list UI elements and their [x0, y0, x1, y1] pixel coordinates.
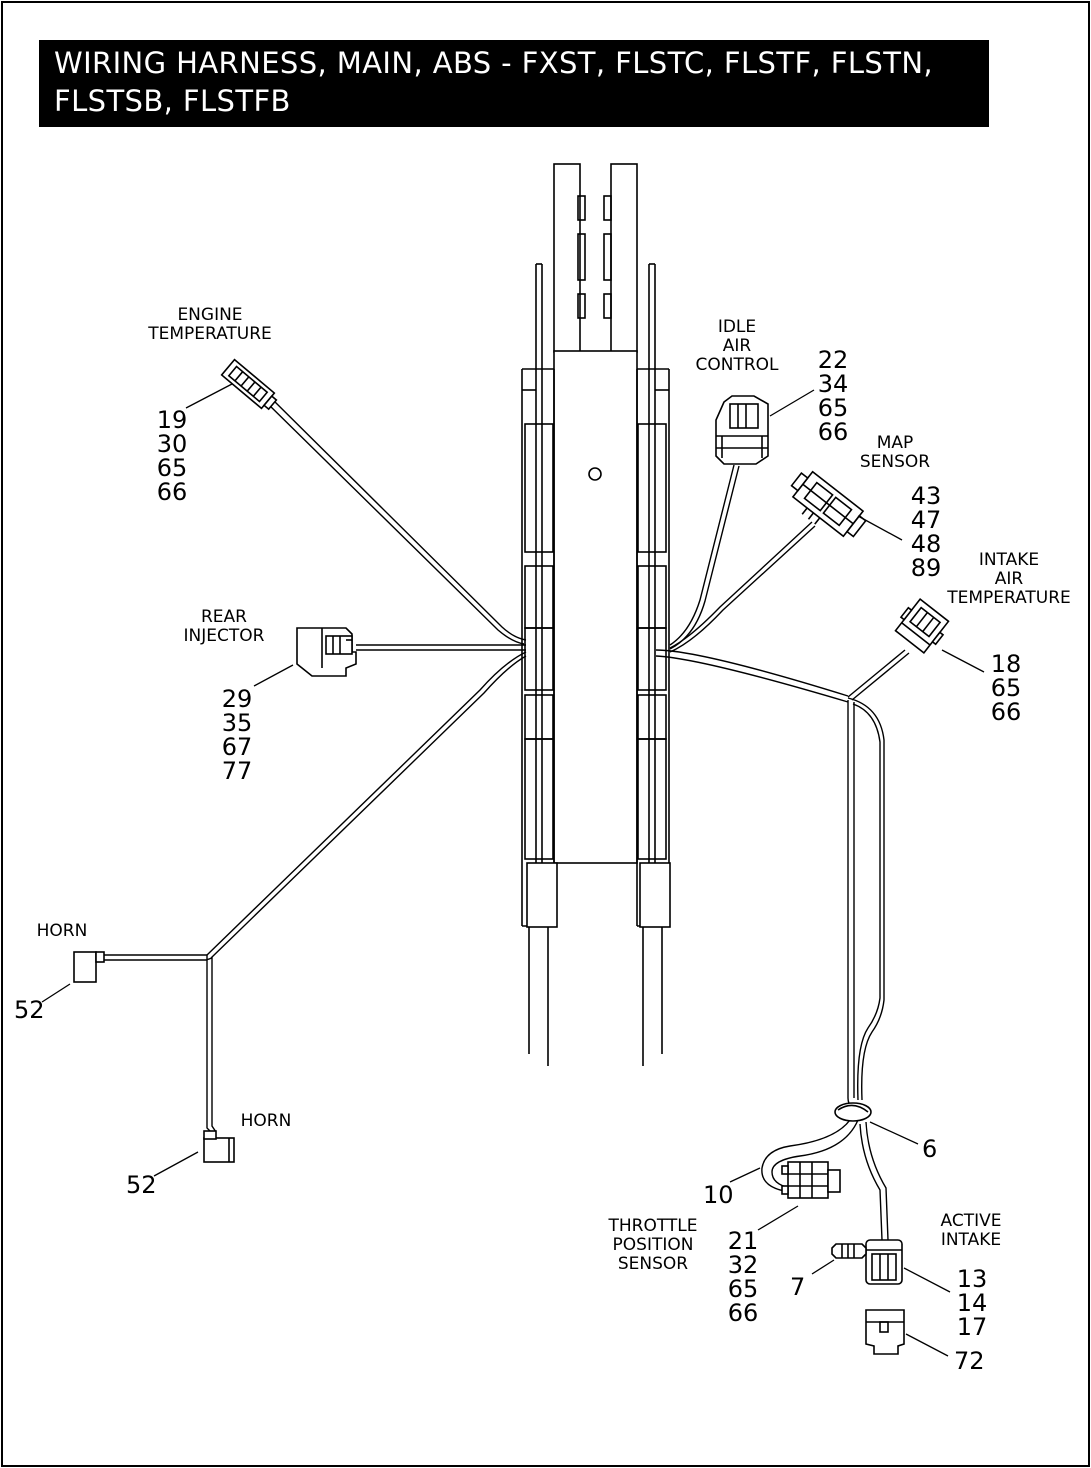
part-number: 18: [990, 650, 1022, 678]
active-intake-part-numbers: 13 14 17: [952, 1267, 992, 1339]
part-number: 65: [990, 674, 1022, 702]
idle-air-control-part-numbers: 22 34 65 66: [813, 348, 853, 444]
part-number: 66: [990, 698, 1022, 726]
title-line-2: FLSTSB, FLSTFB: [54, 84, 291, 118]
map-sensor-connector: [790, 470, 867, 538]
wire-loop-part-number: 10: [703, 1181, 734, 1209]
part-number: 66: [817, 418, 849, 446]
plug-part-number: 7: [790, 1273, 806, 1301]
throttle-position-sensor-connector: [781, 1161, 841, 1199]
part-number: 29: [221, 685, 253, 713]
leader-lines: [41, 383, 985, 1357]
horn-lower-part-number: 52: [126, 1171, 157, 1199]
part-number: 48: [910, 530, 942, 558]
part-number: 66: [727, 1299, 759, 1327]
part-number: 67: [221, 733, 253, 761]
engine-temperature-connector: [220, 358, 278, 411]
horn-upper-label: HORN: [36, 921, 88, 941]
part-number: 47: [910, 506, 942, 534]
throttle-position-sensor-label: THROTTLE POSITION SENSOR: [608, 1216, 698, 1274]
idle-air-control-connector: [715, 395, 769, 465]
active-intake-label: ACTIVE INTAKE: [940, 1211, 1002, 1250]
horn-lower-connector: [203, 1130, 235, 1163]
title-line-1: WIRING HARNESS, MAIN, ABS - FXST, FLSTC,…: [54, 46, 934, 80]
harness-wires: [104, 397, 910, 1241]
rear-injector-connector: [296, 627, 357, 677]
clip-part-number: 6: [922, 1135, 938, 1163]
frame-backbone: [521, 163, 671, 1066]
map-sensor-part-numbers: 43 47 48 89: [906, 484, 946, 580]
part-number: 32: [727, 1251, 759, 1279]
title-bar: WIRING HARNESS, MAIN, ABS - FXST, FLSTC,…: [39, 40, 989, 127]
part-number: 43: [910, 482, 942, 510]
rear-injector-part-numbers: 29 35 67 77: [217, 687, 257, 783]
part-number: 14: [956, 1289, 988, 1317]
cap-part: [865, 1309, 905, 1355]
part-number: 30: [156, 430, 188, 458]
engine-temperature-label: ENGINE TEMPERATURE: [148, 305, 272, 344]
intake-air-temperature-part-numbers: 18 65 66: [986, 652, 1026, 724]
intake-air-temperature-label: INTAKE AIR TEMPERATURE: [947, 550, 1071, 608]
part-number: 65: [817, 394, 849, 422]
horn-upper-connector: [73, 951, 105, 983]
idle-air-control-label: IDLE AIR CONTROL: [695, 317, 779, 375]
active-intake-connector: [865, 1239, 903, 1285]
part-number: 65: [156, 454, 188, 482]
part-number: 35: [221, 709, 253, 737]
rear-injector-label: REAR INJECTOR: [183, 607, 265, 646]
part-number: 65: [727, 1275, 759, 1303]
part-number: 66: [156, 478, 188, 506]
plug-part: [831, 1243, 867, 1259]
part-number: 77: [221, 757, 253, 785]
part-number: 34: [817, 370, 849, 398]
cap-part-number: 72: [954, 1347, 985, 1375]
intake-air-temperature-connector: [894, 598, 950, 654]
engine-temperature-part-numbers: 19 30 65 66: [152, 408, 192, 504]
part-number: 17: [956, 1313, 988, 1341]
horn-lower-label: HORN: [240, 1111, 292, 1131]
part-number: 21: [727, 1227, 759, 1255]
map-sensor-label: MAP SENSOR: [859, 433, 931, 472]
horn-upper-part-number: 52: [14, 996, 45, 1024]
part-number: 19: [156, 406, 188, 434]
part-number: 22: [817, 346, 849, 374]
throttle-position-sensor-part-numbers: 21 32 65 66: [723, 1229, 763, 1325]
part-number: 13: [956, 1265, 988, 1293]
part-number: 89: [910, 554, 942, 582]
wire-clip: [834, 1102, 872, 1122]
